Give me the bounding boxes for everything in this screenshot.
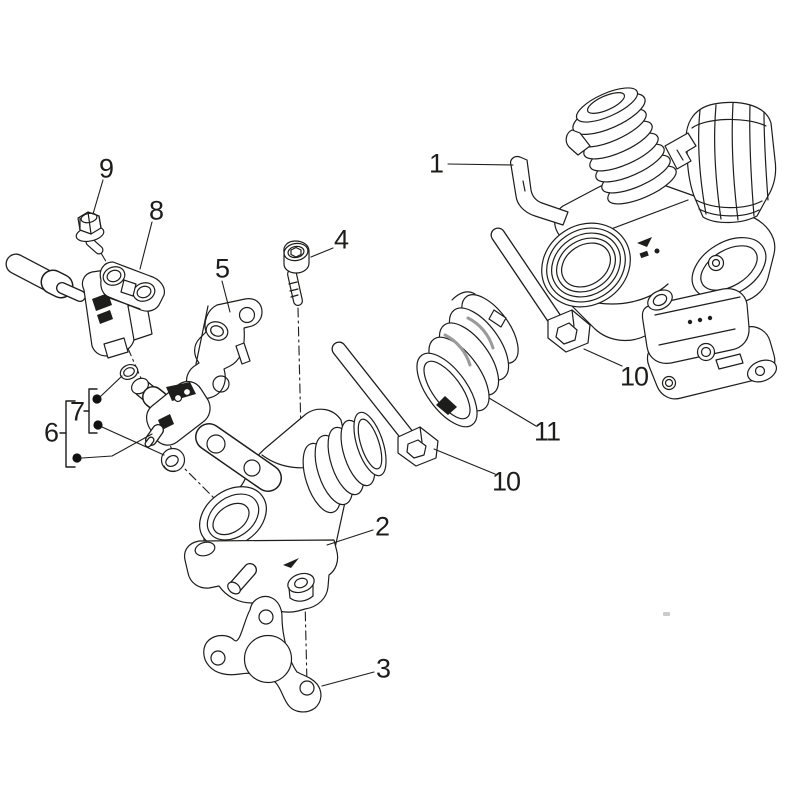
throttle-bracket (509, 155, 569, 226)
part-3-gasket (203, 595, 322, 713)
callout-6-label: 6 (43, 417, 59, 448)
part-4-screw (283, 240, 310, 306)
part-11-coupling (416, 291, 519, 428)
manifold-arm (195, 423, 282, 492)
callout-1-label: 1 (428, 148, 444, 179)
bullet-7b (93, 420, 103, 430)
part-6-injector-group (119, 364, 211, 473)
throttle-cam (691, 237, 767, 299)
part-1-throttle-body (509, 87, 778, 400)
leader-lines (92, 163, 623, 687)
throttle-right-stack (685, 101, 777, 224)
manifold-nipple (227, 563, 257, 595)
part-10-clamp-left (331, 341, 439, 467)
callout-5-label: 5 (214, 253, 230, 284)
part-8-bracket (99, 261, 165, 312)
direction-arrow-icon (283, 558, 299, 568)
callout-2-label: 2 (374, 511, 390, 542)
callout-10-left-label: 10 (491, 466, 521, 497)
callout-9-label: 9 (98, 153, 114, 184)
part-10-clamp-right (490, 227, 591, 353)
bullet-6 (72, 453, 82, 463)
part-2-manifold (183, 408, 387, 613)
callout-7-label: 7 (69, 396, 85, 427)
injector-o-ring (119, 364, 139, 380)
throttle-connector-block (641, 288, 750, 364)
callout-8-label: 8 (148, 195, 164, 226)
part-9-bolt (75, 211, 105, 255)
manifold-injector-port (199, 486, 267, 548)
throttle-left-stack (565, 87, 677, 205)
throttle-flange-rings (541, 222, 631, 308)
callout-11-label: 11 (533, 416, 561, 447)
callout-10-right-label: 10 (619, 361, 649, 392)
callout-3-label: 3 (375, 653, 391, 684)
part-5-bracket (185, 298, 263, 400)
print-artifact (663, 612, 670, 616)
injector-body (131, 377, 211, 448)
bullet-7a (92, 394, 102, 404)
callout-brackets (59, 375, 165, 468)
manifold-mouth (302, 411, 387, 514)
injector-seal (160, 447, 186, 473)
direction-arrow-icon (637, 237, 652, 247)
callout-4-label: 4 (333, 224, 349, 255)
throttle-lug (664, 132, 697, 170)
